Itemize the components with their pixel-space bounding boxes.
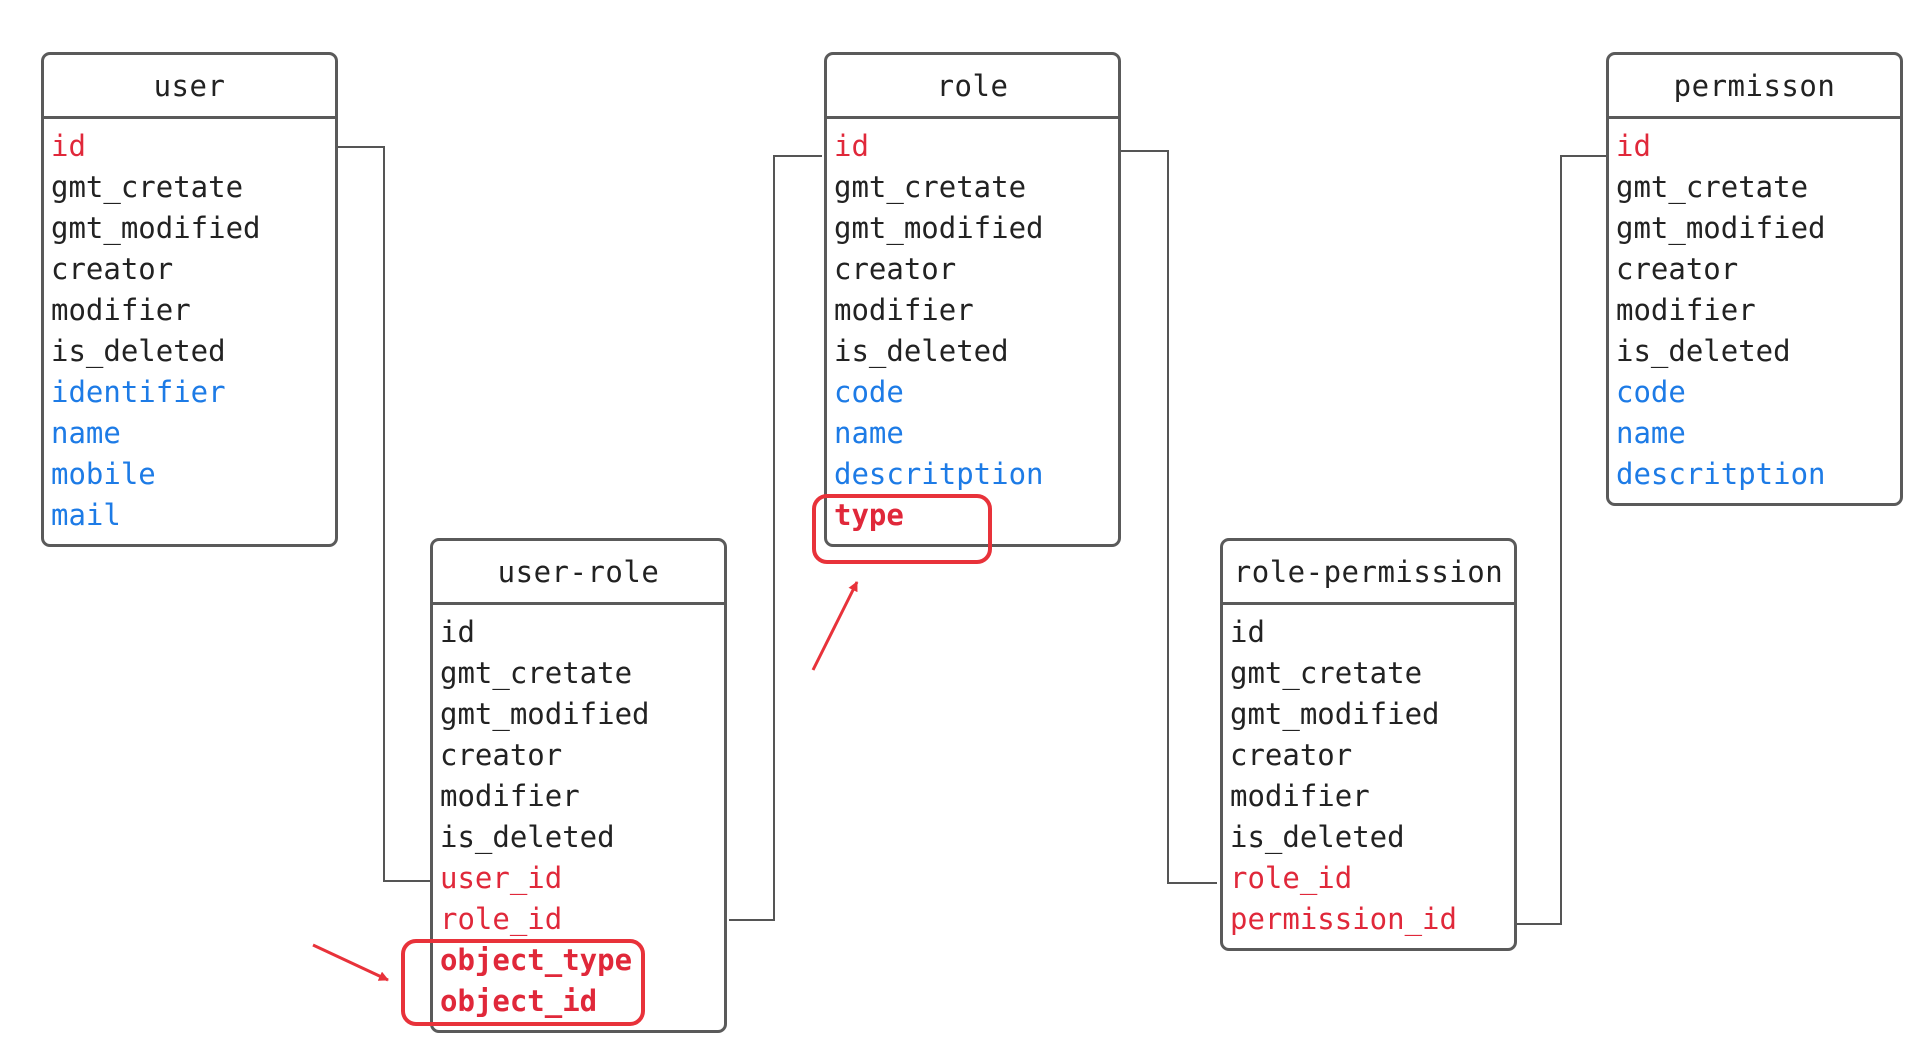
field-mobile: mobile (51, 457, 156, 491)
field-gmt-modified: gmt_modified (1616, 211, 1826, 245)
arrow-to-type-field (811, 581, 859, 671)
field-gmt-cretate: gmt_cretate (51, 170, 244, 204)
relation-line-user-role-to-role (729, 155, 822, 921)
field-list: id gmt_cretate gmt_modified creator modi… (827, 119, 1118, 544)
field-object-type: object_type (440, 943, 633, 977)
entity-title: permisson (1609, 55, 1900, 119)
entity-role: role id gmt_cretate gmt_modified creator… (824, 52, 1121, 547)
field-creator: creator (51, 252, 174, 286)
field-creator: creator (834, 252, 957, 286)
entity-title: user (44, 55, 335, 119)
field-gmt-cretate: gmt_cretate (1230, 656, 1423, 690)
field-id: id (440, 615, 475, 649)
new-fields-highlight (401, 939, 645, 1026)
entity-user: user id gmt_cretate gmt_modified creator… (41, 52, 338, 547)
field-modifier: modifier (51, 293, 191, 327)
field-identifier: identifier (51, 375, 226, 409)
field-is-deleted: is_deleted (834, 334, 1009, 368)
field-gmt-modified: gmt_modified (51, 211, 261, 245)
field-is-deleted: is_deleted (51, 334, 226, 368)
field-list: id gmt_cretate gmt_modified creator modi… (1609, 119, 1900, 503)
field-modifier: modifier (440, 779, 580, 813)
field-modifier: modifier (1616, 293, 1756, 327)
field-role-id: role_id (1230, 861, 1353, 895)
entity-permisson: permisson id gmt_cretate gmt_modified cr… (1606, 52, 1903, 506)
field-gmt-modified: gmt_modified (1230, 697, 1440, 731)
field-creator: creator (440, 738, 563, 772)
field-id: id (1230, 615, 1265, 649)
field-type: type (834, 498, 904, 532)
entity-title: role-permission (1223, 541, 1514, 605)
field-id: id (51, 129, 86, 163)
field-list: id gmt_cretate gmt_modified creator modi… (44, 119, 335, 544)
field-name: name (51, 416, 121, 450)
field-user-id: user_id (440, 861, 563, 895)
field-id: id (1616, 129, 1651, 163)
field-gmt-cretate: gmt_cretate (440, 656, 633, 690)
field-is-deleted: is_deleted (1616, 334, 1791, 368)
relation-line-role-permission-to-permission (1515, 155, 1607, 925)
field-list: id gmt_cretate gmt_modified creator modi… (1223, 605, 1514, 948)
relation-line-user-to-user-role (336, 146, 432, 882)
field-gmt-modified: gmt_modified (834, 211, 1044, 245)
field-code: code (1616, 375, 1686, 409)
field-name: name (834, 416, 904, 450)
field-modifier: modifier (834, 293, 974, 327)
entity-user-role: user-role id gmt_cretate gmt_modified cr… (430, 538, 727, 1033)
entity-role-permission: role-permission id gmt_cretate gmt_modif… (1220, 538, 1517, 951)
field-gmt-cretate: gmt_cretate (1616, 170, 1809, 204)
entity-title: role (827, 55, 1118, 119)
entity-title: user-role (433, 541, 724, 605)
field-id: id (834, 129, 869, 163)
field-modifier: modifier (1230, 779, 1370, 813)
field-is-deleted: is_deleted (1230, 820, 1405, 854)
field-name: name (1616, 416, 1686, 450)
field-is-deleted: is_deleted (440, 820, 615, 854)
field-mail: mail (51, 498, 121, 532)
field-creator: creator (1230, 738, 1353, 772)
field-code: code (834, 375, 904, 409)
relation-line-role-to-role-permission (1119, 150, 1217, 884)
field-gmt-modified: gmt_modified (440, 697, 650, 731)
field-descritption: descritption (1616, 457, 1826, 491)
field-creator: creator (1616, 252, 1739, 286)
field-list: id gmt_cretate gmt_modified creator modi… (433, 605, 724, 1030)
field-object-id: object_id (440, 984, 598, 1018)
field-descritption: descritption (834, 457, 1044, 491)
type-field-highlight (812, 494, 992, 564)
arrow-to-new-fields (312, 943, 389, 982)
field-permission-id: permission_id (1230, 902, 1457, 936)
field-role-id: role_id (440, 902, 563, 936)
field-gmt-cretate: gmt_cretate (834, 170, 1027, 204)
